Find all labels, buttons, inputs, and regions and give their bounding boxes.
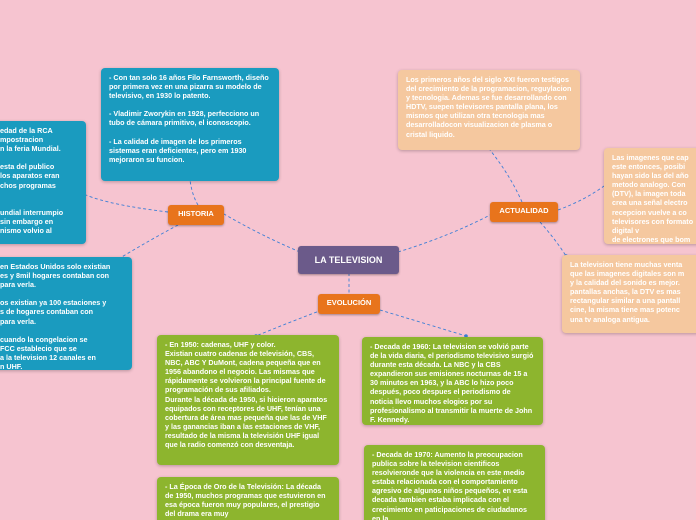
evolucion-1950-note[interactable]: - En 1950: cadenas, UHF y color. Existia… <box>157 335 339 465</box>
actualidad-digital-note[interactable]: Las imagenes que cap este entonces, posi… <box>604 148 696 244</box>
topic-evolucion[interactable]: EVOLUCIÓN <box>318 294 380 314</box>
topic-actualidad[interactable]: ACTUALIDAD <box>490 202 558 222</box>
link-historia-usa <box>119 224 179 259</box>
link-central-actualidad <box>397 213 493 253</box>
evolucion-epoca-oro-note[interactable]: - La Época de Oro de la Televisión: La d… <box>157 477 339 520</box>
link-actualidad-ventajas <box>539 221 567 257</box>
link-central-historia <box>223 213 301 253</box>
link-historia-rca <box>85 194 169 213</box>
evolucion-1960-note[interactable]: - Decada de 1960: La television se volvi… <box>362 337 543 425</box>
evolucion-1970-note[interactable]: - Decada de 1970: Aumento la preocupacio… <box>364 445 545 520</box>
link-actualidad-xxi <box>489 149 523 203</box>
central-topic[interactable]: LA TELEVISION <box>298 246 399 274</box>
link-historia-inventors <box>189 179 199 206</box>
actualidad-ventajas-note[interactable]: La television tiene muchas venta que las… <box>562 255 696 333</box>
link-end-dot <box>464 334 468 338</box>
historia-inventors-note[interactable]: - Con tan solo 16 años Filo Farnsworth, … <box>101 68 279 181</box>
link-actualidad-digital <box>557 185 605 211</box>
link-evolucion-1950 <box>255 309 323 337</box>
historia-usa-note[interactable]: en Estados Unidos solo existian es y 8mi… <box>0 257 132 370</box>
topic-historia[interactable]: HISTORIA <box>168 205 224 225</box>
link-evolucion-1960 <box>379 309 467 337</box>
actualidad-siglo-xxi-note[interactable]: Los primeros años del siglo XXI fueron t… <box>398 70 580 150</box>
historia-rca-note[interactable]: edad de la RCA mpostracion n la feria Mu… <box>0 121 86 244</box>
